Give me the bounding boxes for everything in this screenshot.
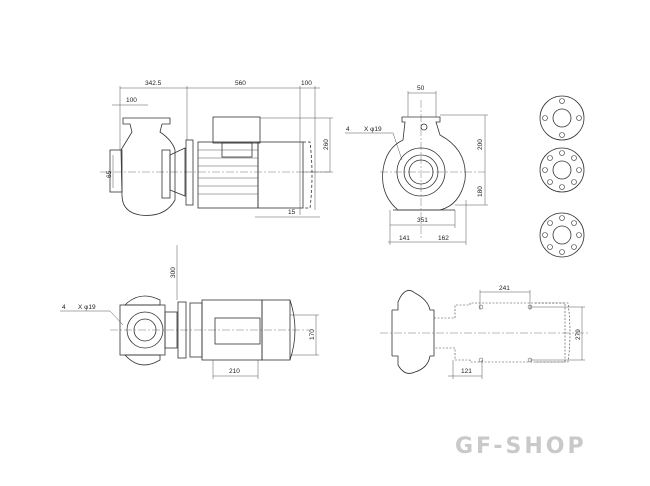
gf-shop-logo: GF-SHOP <box>455 434 587 459</box>
dim-351: 351 <box>417 217 428 224</box>
dim-279: 279 <box>575 329 582 340</box>
dim-560: 560 <box>235 80 246 87</box>
dim-170: 170 <box>309 329 316 340</box>
dim-100-tail: 100 <box>301 80 312 87</box>
dim-15: 15 <box>288 209 296 216</box>
flange-patterns <box>539 95 585 258</box>
dim-50: 50 <box>417 85 425 92</box>
bolt-count: 4 <box>62 304 66 311</box>
dim-100-suction: 100 <box>126 97 137 104</box>
dim-342-5: 342.5 <box>145 80 162 87</box>
bolt-count: 4 <box>346 126 350 133</box>
dim-210: 210 <box>229 368 240 375</box>
dim-180: 180 <box>477 186 484 197</box>
bolt-spec: X φ19 <box>78 304 96 311</box>
dim-200: 200 <box>477 139 484 150</box>
dim-241: 241 <box>499 285 510 292</box>
bolt-spec: X φ19 <box>364 126 382 133</box>
side-view: 342.5 560 100 100 65 260 15 <box>100 80 333 218</box>
dim-141: 141 <box>399 235 410 242</box>
foot-plan-view: 241 279 121 <box>380 285 590 379</box>
dim-260: 260 <box>323 139 330 150</box>
dim-65: 65 <box>106 170 113 178</box>
dim-300: 300 <box>170 267 177 278</box>
dim-121: 121 <box>461 368 472 375</box>
dim-162: 162 <box>438 235 449 242</box>
front-view: 50 200 180 351 141 162 4 X φ19 <box>345 85 488 245</box>
top-view: 300 170 210 4 X φ19 <box>60 245 319 379</box>
